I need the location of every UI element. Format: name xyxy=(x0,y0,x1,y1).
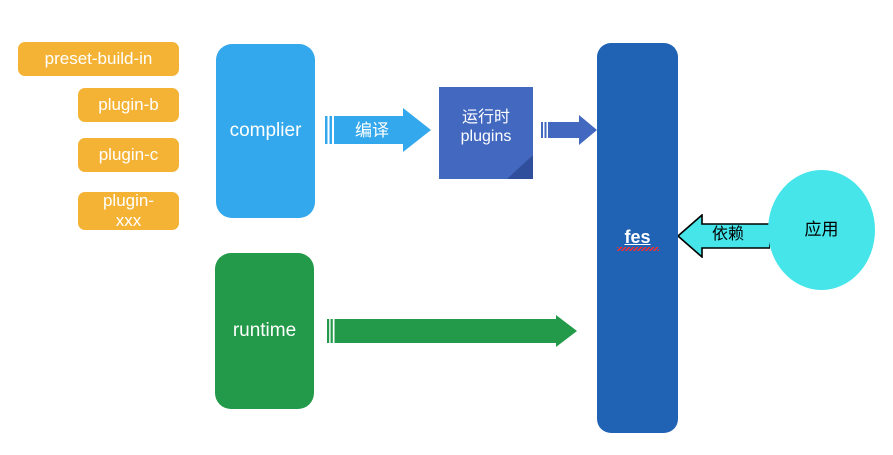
arrow-runtime-to-fes-icon xyxy=(327,315,577,347)
node-complier[interactable]: complier xyxy=(216,44,315,218)
node-preset-build-in-label: preset-build-in xyxy=(44,48,153,68)
node-fes-label: fes xyxy=(624,227,651,248)
node-runtime-plugins[interactable]: 运行时 plugins xyxy=(439,87,533,179)
node-plugin-xxx-label-group: plugin- xxx xyxy=(103,191,154,231)
arrow-compile-label: 编译 xyxy=(355,120,389,140)
node-runtime-label: runtime xyxy=(232,319,297,341)
arrow-compile xyxy=(325,108,431,152)
node-app[interactable]: 应用 xyxy=(768,170,875,290)
arrow-plugins-to-fes-icon xyxy=(541,115,597,145)
arrow-compile-icon xyxy=(325,108,431,152)
node-app-label: 应用 xyxy=(804,219,839,239)
node-plugin-xxx[interactable]: plugin- xxx xyxy=(78,191,179,231)
arrow-plugins-to-fes xyxy=(541,114,597,146)
arrow-depend-icon xyxy=(678,214,770,258)
node-runtime-plugins-label-line1: 运行时 xyxy=(461,109,510,127)
node-runtime-plugins-label-line2: plugins xyxy=(460,128,512,145)
node-preset-build-in[interactable]: preset-build-in xyxy=(18,42,179,76)
node-plugin-c-label: plugin-c xyxy=(98,144,159,164)
arrow-runtime-to-fes xyxy=(327,315,577,347)
arrow-depend xyxy=(678,214,770,258)
arrow-depend-label: 依赖 xyxy=(711,226,744,243)
node-fes[interactable]: fes xyxy=(597,43,678,433)
node-plugin-xxx-label-line2: xxx xyxy=(115,211,142,230)
node-plugin-b-label: plugin-b xyxy=(98,94,159,114)
node-plugin-c[interactable]: plugin-c xyxy=(78,138,179,172)
spellcheck-squiggle-icon xyxy=(617,247,659,251)
node-plugin-xxx-label-line1: plugin- xyxy=(102,190,155,210)
node-plugin-b[interactable]: plugin-b xyxy=(78,88,179,122)
node-runtime[interactable]: runtime xyxy=(215,253,314,409)
node-complier-label: complier xyxy=(229,119,302,141)
